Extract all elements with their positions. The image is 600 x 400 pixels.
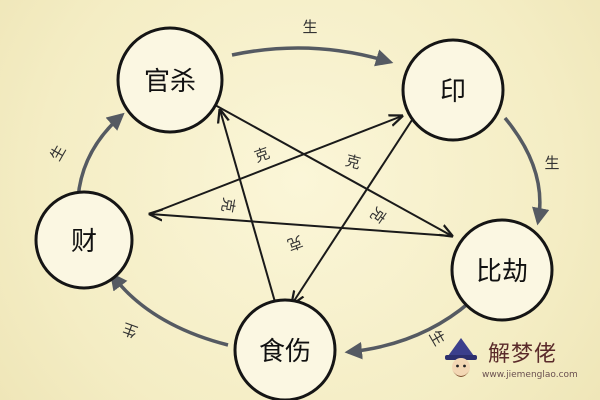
node-bijie: 比劫 [450,218,554,322]
ke-line-yin-to-shishang [292,119,413,304]
sheng-arrow-shishang-to-cai [109,272,229,347]
node-cai-label: 财 [71,227,97,257]
sheng-label-top: 生 [302,18,317,36]
ke-label-right: 克 [366,204,389,227]
sheng-arrow-cai-to-guansha [76,112,125,199]
node-guansha-label: 官杀 [144,67,196,97]
node-yin: 印 [401,38,505,142]
node-cai: 财 [34,190,134,290]
node-yin-label: 印 [440,77,466,107]
sheng-arrow-bijie-to-shishang [344,300,472,360]
watermark-title: 解梦佬 [488,342,558,367]
sheng-arrow-guansha-to-yin [231,46,394,67]
sheng-label-bottom-left: 生 [120,319,140,341]
watermark-url: www.jiemenglao.com [482,370,578,380]
ke-line-guansha-to-bijie [214,104,452,236]
node-guansha: 官杀 [116,26,224,134]
ke-label-upper-left: 克 [252,144,272,166]
watermark: 解梦佬 www.jiemenglao.com [432,330,600,400]
sheng-arrow-yin-to-bijie [503,116,550,226]
wizard-logo-icon [445,338,477,377]
sheng-label-right: 生 [544,154,559,172]
ke-line-shishang-to-guansha [220,110,276,303]
ke-line-cai-to-yin [149,116,402,215]
node-bijie-label: 比劫 [476,257,528,287]
ke-label-upper-right: 克 [343,151,362,172]
node-shishang-label: 食伤 [259,337,311,367]
ke-label-left: 克 [218,196,238,214]
ke-line-bijie-to-cai [150,214,453,237]
node-shishang: 食伤 [233,298,337,400]
ke-label-bottom: 克 [285,232,305,254]
sheng-label-left: 生 [46,142,69,164]
